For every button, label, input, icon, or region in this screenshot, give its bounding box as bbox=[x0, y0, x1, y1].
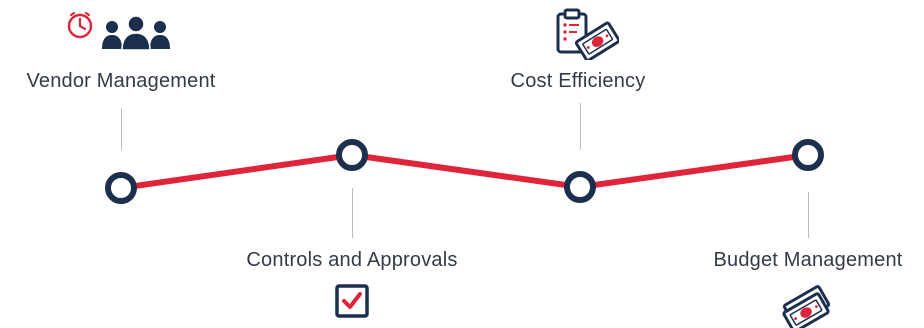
milestone-label-cost-efficiency: Cost Efficiency bbox=[510, 70, 646, 92]
timeline-node-vendor bbox=[105, 172, 137, 204]
milestone-label-vendor-management: Vendor Management bbox=[26, 70, 216, 92]
connector-cost bbox=[580, 103, 581, 150]
money-bills-icon bbox=[782, 285, 831, 328]
milestone-label-budget-management: Budget Management bbox=[713, 249, 903, 271]
connector-controls bbox=[352, 188, 353, 238]
timeline-node-cost bbox=[564, 171, 596, 203]
timeline-node-budget bbox=[792, 139, 824, 171]
milestone-label-controls-and-approvals: Controls and Approvals bbox=[246, 249, 458, 271]
timeline-line bbox=[118, 152, 811, 191]
checkbox-icon bbox=[335, 284, 369, 318]
timeline-node-controls bbox=[336, 139, 368, 171]
clipboard-money-icon bbox=[556, 8, 619, 60]
connector-vendor bbox=[121, 108, 122, 150]
people-with-clock-icon bbox=[67, 11, 170, 50]
connector-budget bbox=[808, 192, 809, 238]
